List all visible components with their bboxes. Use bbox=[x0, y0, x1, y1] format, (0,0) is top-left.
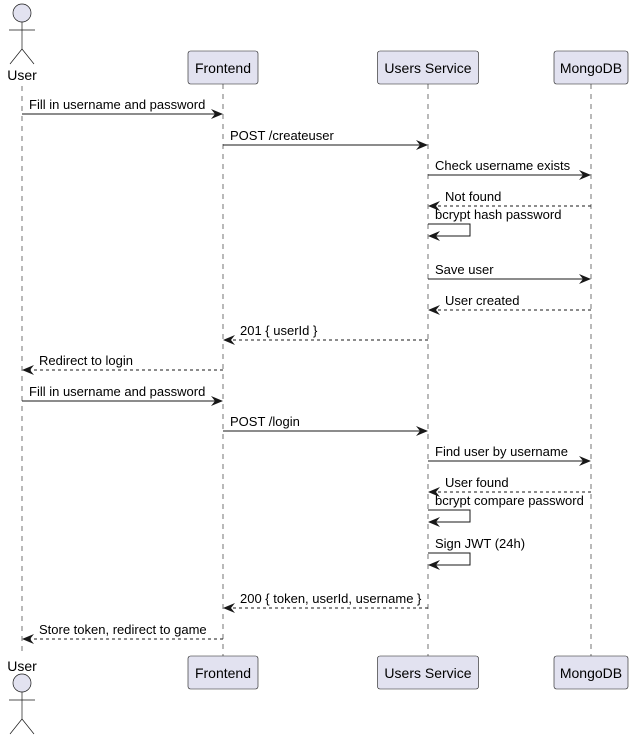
participant-label-users_service-top: Users Service bbox=[384, 60, 471, 76]
participant-box-frontend-bottom bbox=[187, 655, 259, 690]
self-message-arrow bbox=[428, 509, 471, 527]
participant-box-users_service-bottom bbox=[377, 655, 479, 690]
message-label-15: 200 { token, userId, username } bbox=[240, 591, 422, 606]
self-message-14: Sign JWT (24h) bbox=[428, 536, 525, 570]
message-label-9: Fill in username and password bbox=[29, 384, 205, 399]
participant-box-users_service-top bbox=[377, 50, 479, 85]
self-message-4: bcrypt hash password bbox=[428, 207, 561, 241]
participant-label-frontend-bottom: Frontend bbox=[195, 665, 251, 681]
message-label-2: Check username exists bbox=[435, 158, 571, 173]
message-label-3: Not found bbox=[445, 189, 501, 204]
message-label-5: Save user bbox=[435, 262, 494, 277]
actor-figure-bottom bbox=[9, 673, 35, 735]
participant-label-mongodb-bottom: MongoDB bbox=[560, 665, 622, 681]
message-label-4: bcrypt hash password bbox=[435, 207, 561, 222]
self-message-arrow bbox=[428, 223, 471, 241]
message-label-12: User found bbox=[445, 475, 509, 490]
participant-box-mongodb-bottom bbox=[553, 655, 629, 690]
message-label-11: Find user by username bbox=[435, 444, 568, 459]
actor-leg-left bbox=[9, 718, 23, 735]
participant-box-mongodb-top bbox=[553, 50, 629, 85]
actor-head bbox=[12, 3, 32, 23]
message-label-14: Sign JWT (24h) bbox=[435, 536, 525, 551]
actor-head bbox=[12, 673, 32, 693]
self-message-13: bcrypt compare password bbox=[428, 493, 584, 527]
participant-label-frontend-top: Frontend bbox=[195, 60, 251, 76]
participant-label-users_service-bottom: Users Service bbox=[384, 665, 471, 681]
message-label-6: User created bbox=[445, 293, 519, 308]
actor-leg-left bbox=[9, 48, 23, 65]
message-label-7: 201 { userId } bbox=[240, 323, 318, 338]
participant-box-frontend-top bbox=[187, 50, 259, 85]
message-label-8: Redirect to login bbox=[39, 353, 133, 368]
participant-label-user-top: User bbox=[7, 67, 37, 83]
message-label-16: Store token, redirect to game bbox=[39, 622, 207, 637]
message-label-13: bcrypt compare password bbox=[435, 493, 584, 508]
message-label-0: Fill in username and password bbox=[29, 97, 205, 112]
message-label-10: POST /login bbox=[230, 414, 300, 429]
participant-label-mongodb-top: MongoDB bbox=[560, 60, 622, 76]
self-message-arrow bbox=[428, 552, 471, 570]
actor-figure-top bbox=[9, 3, 35, 65]
message-label-1: POST /createuser bbox=[230, 128, 334, 143]
actor-leg-right bbox=[21, 718, 35, 735]
actor-leg-right bbox=[21, 48, 35, 65]
participant-label-user-bottom: User bbox=[7, 658, 37, 674]
